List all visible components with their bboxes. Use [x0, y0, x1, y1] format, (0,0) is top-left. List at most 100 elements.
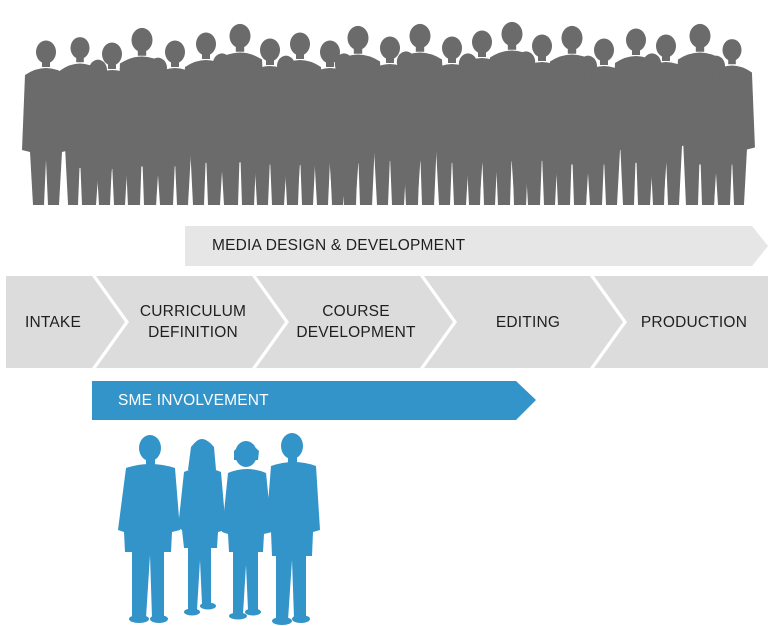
crowd-person-shape [442, 36, 462, 60]
crowd-person-shape [108, 62, 116, 69]
crowd-person-shape [42, 60, 50, 67]
crowd-person-shape [396, 51, 416, 73]
crowd-person-shape [102, 42, 122, 66]
crowd-person-shape [448, 56, 456, 63]
crowd-person-shape [532, 34, 552, 58]
crowd-person-shape [235, 44, 245, 52]
crowd-person-shape [656, 34, 676, 58]
stage-label-editing: EDITING [495, 313, 561, 331]
sme-person-3-icon [222, 441, 272, 620]
crowd-person-shape [165, 40, 185, 64]
crowd-person-shape [538, 54, 546, 61]
crowd-person-shape [154, 75, 162, 82]
sme-involvement-banner-label: SME INVOLVEMENT [118, 391, 269, 409]
crowd-person-shape [445, 79, 491, 205]
crowd-person-shape [522, 69, 530, 76]
crowd-person-shape [321, 79, 367, 205]
crowd-person-shape [76, 55, 84, 63]
crowd-person-shape [579, 55, 597, 77]
stage-label-intake: INTAKE [24, 313, 82, 331]
crowd-person-shape [464, 71, 472, 78]
crowd-person-shape [290, 32, 310, 56]
crowd-person-shape [196, 32, 216, 56]
crowd-person-shape [76, 85, 120, 205]
crowd-person-shape [282, 73, 290, 80]
crowd-person-shape [566, 81, 610, 205]
crowd-person-shape [648, 71, 656, 78]
stage-chevron-curriculum [96, 276, 285, 368]
crowd-person-shape [131, 27, 153, 53]
crowd-person-shape [70, 37, 90, 59]
crowd-person-shape [212, 53, 232, 75]
crowd-person-shape [626, 28, 646, 52]
crowd-person-shape [594, 38, 614, 62]
crowd-person-shape [380, 36, 400, 60]
stage-label-production: PRODUCTION [640, 313, 748, 331]
crowd-person-shape [347, 25, 369, 51]
crowd-person-shape [662, 54, 670, 61]
crowd-person-shape [478, 50, 486, 57]
crowd-person-shape [89, 59, 107, 81]
crowd-person-shape [353, 46, 363, 54]
crowd-person-shape [36, 40, 56, 64]
crowd-person-shape [632, 48, 640, 55]
crowd-person-shape [296, 52, 304, 59]
crowd-person-shape [501, 21, 523, 47]
crowd-person-shape [266, 58, 274, 65]
stage-label-curriculum-definition: CURRICULUM DEFINITION [139, 303, 247, 341]
crowd-person-shape [137, 48, 147, 56]
crowd-person-shape [277, 55, 295, 77]
crowd-person-shape [320, 40, 340, 64]
crowd-person-shape [458, 53, 478, 75]
crowd-person-shape [561, 25, 583, 51]
crowd-person-shape [689, 23, 711, 49]
crowd-person-shape [171, 60, 179, 67]
crowd-person-shape [503, 77, 549, 205]
crowd-person-shape [567, 46, 577, 54]
crowd-person-shape [386, 56, 394, 63]
crowd-person-shape [334, 53, 354, 75]
crowd-person-shape [136, 83, 180, 205]
crowd-person-shape [383, 77, 429, 205]
crowd-person-shape [642, 53, 662, 75]
crowd-person-shape [229, 23, 251, 49]
stage-chevron-intake [6, 276, 125, 368]
sme-person-1-icon [118, 435, 180, 623]
sme-person-2-icon [178, 439, 226, 616]
crowd-person-shape [409, 23, 431, 49]
crowd-person-shape [728, 57, 736, 65]
crowd-person-shape [22, 68, 70, 205]
crowd-person-shape [94, 77, 102, 84]
crowd-person-shape [600, 58, 608, 65]
crowd-person-shape [149, 57, 167, 79]
crowd-person-shape [712, 73, 720, 80]
crowd-person-shape [199, 79, 245, 205]
crowd-person-shape [507, 42, 517, 50]
stage-chevron-course [256, 276, 453, 368]
crowd-person-shape [326, 60, 334, 67]
crowd-person-shape [260, 38, 280, 62]
crowd-person-shape [695, 44, 705, 52]
stage-chevron-production [594, 276, 768, 368]
crowd-person-shape [340, 71, 348, 78]
crowd-person-shape [264, 81, 308, 205]
crowd-person-shape [629, 79, 675, 205]
crowd-person-shape [402, 69, 410, 76]
media-design-banner-label: MEDIA DESIGN & DEVELOPMENT [212, 237, 466, 254]
crowd-person-shape [694, 81, 738, 205]
crowd-person-shape [472, 30, 492, 54]
crowd-person-shape [202, 52, 210, 59]
stage-label-course-development: COURSE DEVELOPMENT [296, 303, 416, 341]
crowd-person-shape [516, 51, 536, 73]
crowd-person-shape [707, 55, 725, 77]
crowd-person-shape [722, 39, 742, 61]
crowd-person-shape [415, 44, 425, 52]
stage-chevron-editing [424, 276, 623, 368]
sme-person-4-icon [266, 433, 320, 625]
crowd-person-shape [584, 73, 592, 80]
